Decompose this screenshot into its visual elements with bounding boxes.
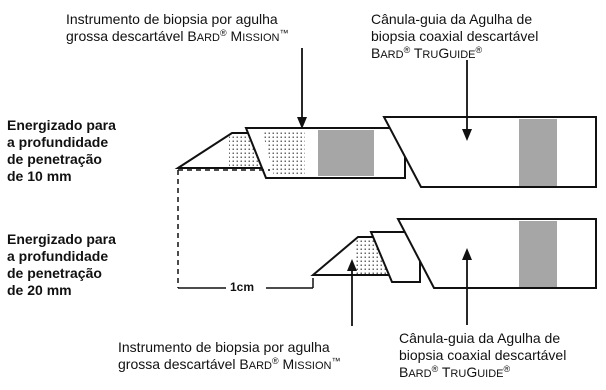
cannula-band-20mm — [519, 221, 557, 287]
label-bard-truguide-top: Cânula-guia da Agulha de biopsia coaxial… — [371, 11, 539, 61]
label-depth-20mm: Energizado para a profundidade de penetr… — [7, 231, 116, 298]
inner-needle-band-10mm — [318, 130, 374, 176]
inner-needle-stipple-body-10mm — [262, 130, 305, 176]
label-bard-truguide-bottom: Cânula-guia da Agulha de biopsia coaxial… — [399, 330, 567, 380]
label-bard-mission-top: Instrumento de biopsia por agulha grossa… — [66, 11, 289, 44]
cannula-band-10mm — [519, 119, 557, 186]
label-bard-mission-bottom: Instrumento de biopsia por agulha grossa… — [118, 339, 341, 372]
cannula-20mm — [396, 218, 597, 289]
cannula-10mm — [382, 116, 597, 188]
needle-20mm — [310, 218, 597, 326]
scale-label: 1cm — [230, 280, 255, 294]
label-depth-10mm: Energizado para a profundidade de penetr… — [7, 117, 116, 184]
scale-bar — [177, 169, 314, 289]
needle-10mm — [174, 48, 597, 188]
